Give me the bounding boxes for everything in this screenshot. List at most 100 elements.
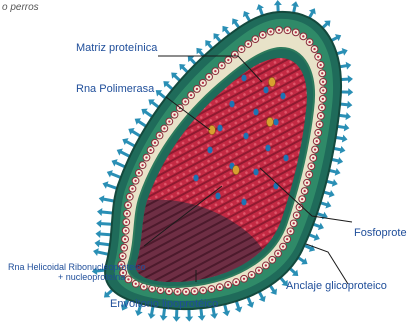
matrix-protein-bead: [276, 27, 283, 34]
caption-fragment: o perros: [2, 2, 39, 13]
label-glycoprotein-anchor: Anclaje glicoproteico: [286, 280, 387, 292]
matrix-protein-bead: [216, 284, 223, 291]
matrix-protein-bead: [256, 267, 263, 274]
matrix-protein-bead: [310, 155, 317, 162]
matrix-protein-bead: [208, 286, 215, 293]
matrix-protein-bead: [161, 125, 168, 132]
polymerase-dot: [273, 183, 278, 190]
polymerase-dot: [263, 87, 268, 94]
matrix-protein-bead: [183, 288, 190, 295]
matrix-protein-bead: [147, 147, 154, 154]
polymerase-dot: [243, 133, 248, 140]
matrix-protein-bead: [152, 139, 159, 146]
matrix-protein-bead: [125, 276, 132, 283]
matrix-protein-bead: [191, 288, 198, 295]
matrix-protein-bead: [212, 68, 219, 75]
label-matrix-protein: Matriz proteínica: [76, 42, 158, 54]
matrix-protein-bead: [308, 163, 315, 170]
matrix-protein-bead: [188, 92, 195, 99]
matrix-protein-bead: [156, 132, 163, 139]
matrix-protein-bead: [231, 51, 238, 58]
matrix-protein-bead: [319, 104, 326, 111]
matrix-protein-bead: [248, 272, 255, 279]
matrix-protein-bead: [280, 243, 287, 250]
label-lipoprotein-envelope: Envoltorio lipoprotéico: [110, 298, 218, 310]
polymerase-dot: [241, 199, 246, 206]
matrix-protein-bead: [143, 154, 150, 161]
polymerase-dot: [215, 193, 220, 200]
matrix-protein-bead: [304, 179, 311, 186]
matrix-protein-bead: [290, 220, 297, 227]
matrix-protein-bead: [121, 244, 128, 251]
matrix-protein-bead: [194, 86, 201, 93]
label-helical-rna-line2: + nucleoproteína: [58, 272, 125, 282]
matrix-protein-bead: [313, 138, 320, 145]
matrix-protein-bead: [292, 29, 299, 36]
matrix-protein-bead: [306, 171, 313, 178]
matrix-protein-bead: [123, 219, 130, 226]
matrix-protein-bead: [124, 210, 131, 217]
phosphoprotein-dot: [267, 117, 274, 126]
matrix-protein-bead: [320, 78, 327, 85]
matrix-protein-bead: [311, 46, 318, 53]
matrix-protein-bead: [136, 169, 143, 176]
polymerase-dot: [283, 155, 288, 162]
polymerase-dot: [217, 125, 222, 132]
polymerase-dot: [241, 75, 246, 82]
matrix-protein-bead: [267, 28, 274, 35]
matrix-protein-bead: [225, 57, 232, 64]
matrix-protein-bead: [125, 202, 132, 209]
matrix-protein-bead: [320, 87, 327, 94]
matrix-protein-bead: [238, 46, 245, 53]
polymerase-dot: [207, 147, 212, 154]
matrix-protein-bead: [171, 111, 178, 118]
matrix-protein-bead: [275, 250, 282, 257]
matrix-protein-bead: [174, 288, 181, 295]
matrix-protein-bead: [269, 256, 276, 263]
matrix-protein-bead: [293, 212, 300, 219]
polymerase-dot: [229, 101, 234, 108]
matrix-protein-bead: [139, 162, 146, 169]
matrix-protein-bead: [157, 287, 164, 294]
matrix-protein-bead: [166, 288, 173, 295]
matrix-protein-bead: [119, 253, 126, 260]
matrix-protein-bead: [245, 41, 252, 48]
matrix-protein-bead: [122, 236, 129, 243]
polymerase-dot: [193, 175, 198, 182]
matrix-protein-bead: [315, 53, 322, 60]
matrix-protein-bead: [284, 27, 291, 34]
matrix-protein-bead: [200, 287, 207, 294]
label-helical-rna-line1: Rna Helicoidal Ribonucleoproteico: [8, 262, 146, 272]
matrix-protein-bead: [132, 177, 139, 184]
matrix-protein-bead: [126, 193, 133, 200]
matrix-protein-bead: [299, 196, 306, 203]
matrix-protein-bead: [306, 39, 313, 46]
matrix-protein-bead: [225, 281, 232, 288]
matrix-protein-bead: [206, 74, 213, 81]
matrix-protein-bead: [284, 236, 291, 243]
matrix-protein-bead: [287, 228, 294, 235]
matrix-protein-bead: [316, 121, 323, 128]
matrix-protein-bead: [166, 118, 173, 125]
matrix-protein-bead: [317, 112, 324, 119]
matrix-protein-bead: [317, 62, 324, 69]
polymerase-dot: [265, 145, 270, 152]
matrix-protein-bead: [129, 185, 136, 192]
matrix-protein-bead: [200, 79, 207, 86]
matrix-protein-bead: [241, 275, 248, 282]
matrix-protein-bead: [122, 227, 129, 234]
polymerase-dot: [253, 109, 258, 116]
label-rna-polymerase: Rna Polimerasa: [76, 83, 155, 95]
matrix-protein-bead: [233, 279, 240, 286]
matrix-protein-bead: [300, 33, 307, 40]
matrix-protein-bead: [262, 262, 269, 269]
matrix-protein-bead: [312, 146, 319, 153]
matrix-protein-bead: [319, 96, 326, 103]
phosphoprotein-dot: [269, 77, 276, 86]
matrix-protein-bead: [301, 188, 308, 195]
polymerase-dot: [253, 169, 258, 176]
polymerase-dot: [273, 119, 278, 126]
label-phosphoprotein: Fosfoproteína: [354, 227, 407, 239]
matrix-protein-bead: [319, 70, 326, 77]
